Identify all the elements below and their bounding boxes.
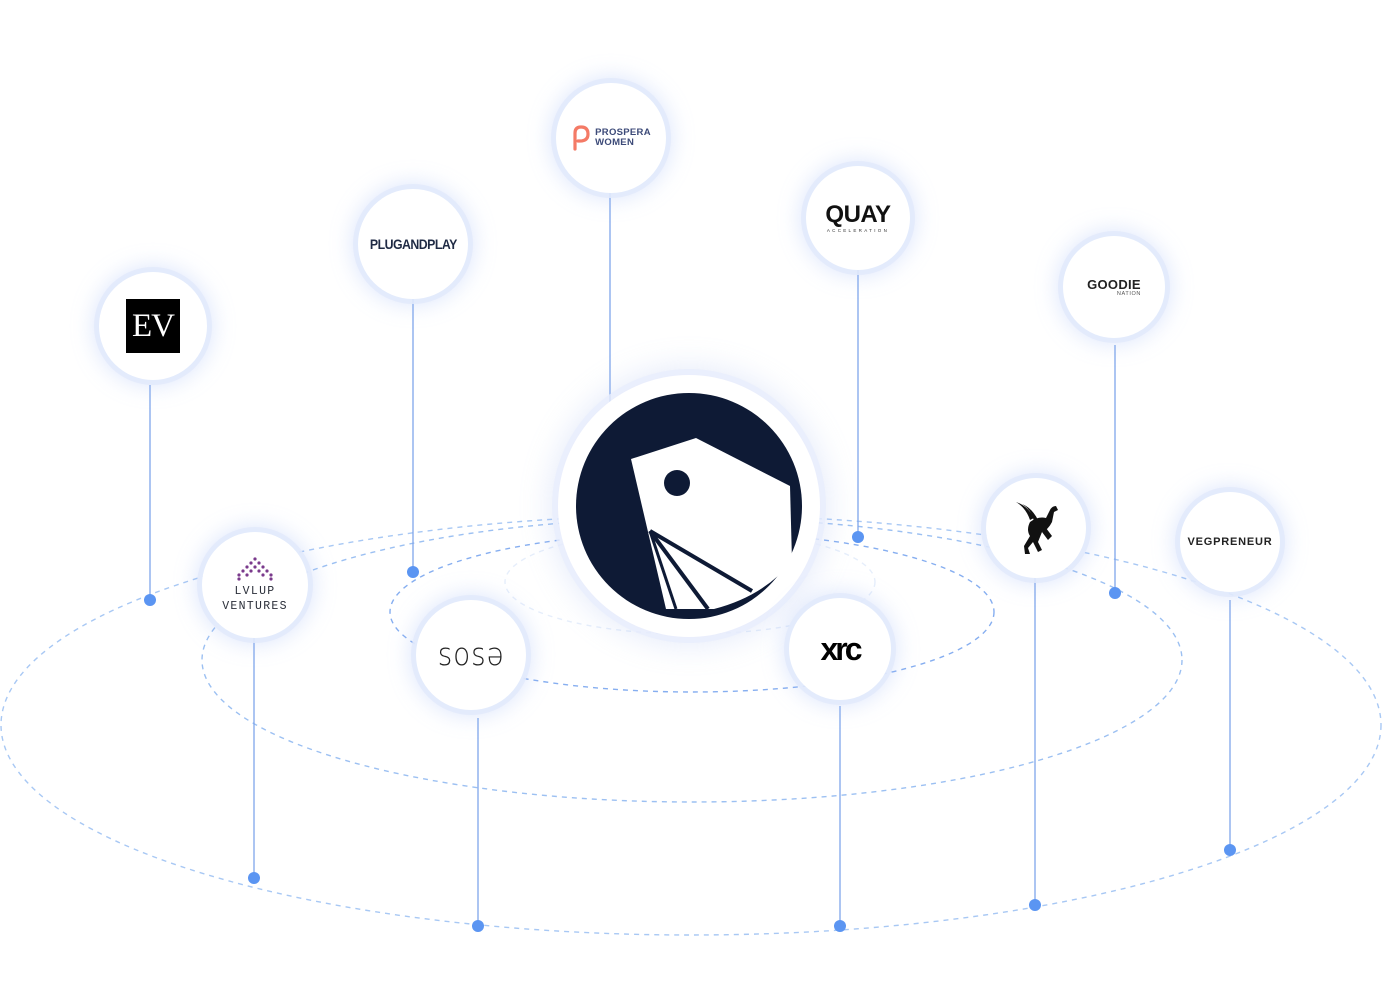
quay-subtitle: ACCELERATION xyxy=(826,228,890,233)
quay-logo: QUAY xyxy=(825,201,891,228)
prospera-line1: PROSPERA xyxy=(595,127,651,138)
dotted-arch-icon xyxy=(237,557,273,581)
xrc-logo: xrc xyxy=(820,630,862,667)
anchor-dot-ev xyxy=(144,594,156,606)
partner-quay-node[interactable]: QUAY ACCELERATION xyxy=(806,166,910,270)
sosa-logo: sosə xyxy=(437,637,505,673)
partner-lvlup-node[interactable]: LVLUP VENTURES xyxy=(202,532,308,638)
price-tag-icon xyxy=(576,393,802,619)
ev-logo: EV xyxy=(126,299,180,353)
anchor-dot-sosa xyxy=(472,920,484,932)
lvlup-line2: VENTURES xyxy=(222,600,288,613)
anchor-dot-xrc xyxy=(834,920,846,932)
partner-plugandplay-node[interactable]: PLUGANDPLAY xyxy=(358,189,468,299)
plugandplay-logo: PLUGANDPLAY xyxy=(369,236,457,252)
partner-pegasus-node[interactable] xyxy=(986,478,1086,578)
partner-sosa-node[interactable]: sosə xyxy=(416,600,526,710)
pegasus-icon xyxy=(1016,502,1058,554)
orbit-inner xyxy=(389,531,995,693)
goodie-subtitle: NATION xyxy=(1116,290,1141,297)
vegpreneur-logo: VEGPRENEUR xyxy=(1187,536,1273,548)
anchor-dot-goodie xyxy=(1109,587,1121,599)
anchor-dot-pegasus xyxy=(1029,899,1041,911)
prospera-p-icon xyxy=(573,125,590,151)
partner-goodie-node[interactable]: GOODIE NATION xyxy=(1063,236,1165,338)
anchor-dot-vegpreneur xyxy=(1224,844,1236,856)
prospera-line2: WOMEN xyxy=(595,137,635,148)
partner-xrc-node[interactable]: xrc xyxy=(789,598,891,700)
partner-prospera-node[interactable]: PROSPERA WOMEN xyxy=(556,83,666,193)
partner-vegpreneur-node[interactable]: VEGPRENEUR xyxy=(1180,492,1280,592)
hub-logo-node[interactable] xyxy=(558,375,820,637)
goodie-logo: GOODIE xyxy=(1087,276,1141,292)
lvlup-line1: LVLUP xyxy=(234,585,276,598)
anchor-dot-lvlup xyxy=(248,872,260,884)
partner-ev-node[interactable]: EV xyxy=(99,272,207,380)
anchor-dot-plugandplay xyxy=(407,566,419,578)
anchor-dot-quay xyxy=(852,531,864,543)
